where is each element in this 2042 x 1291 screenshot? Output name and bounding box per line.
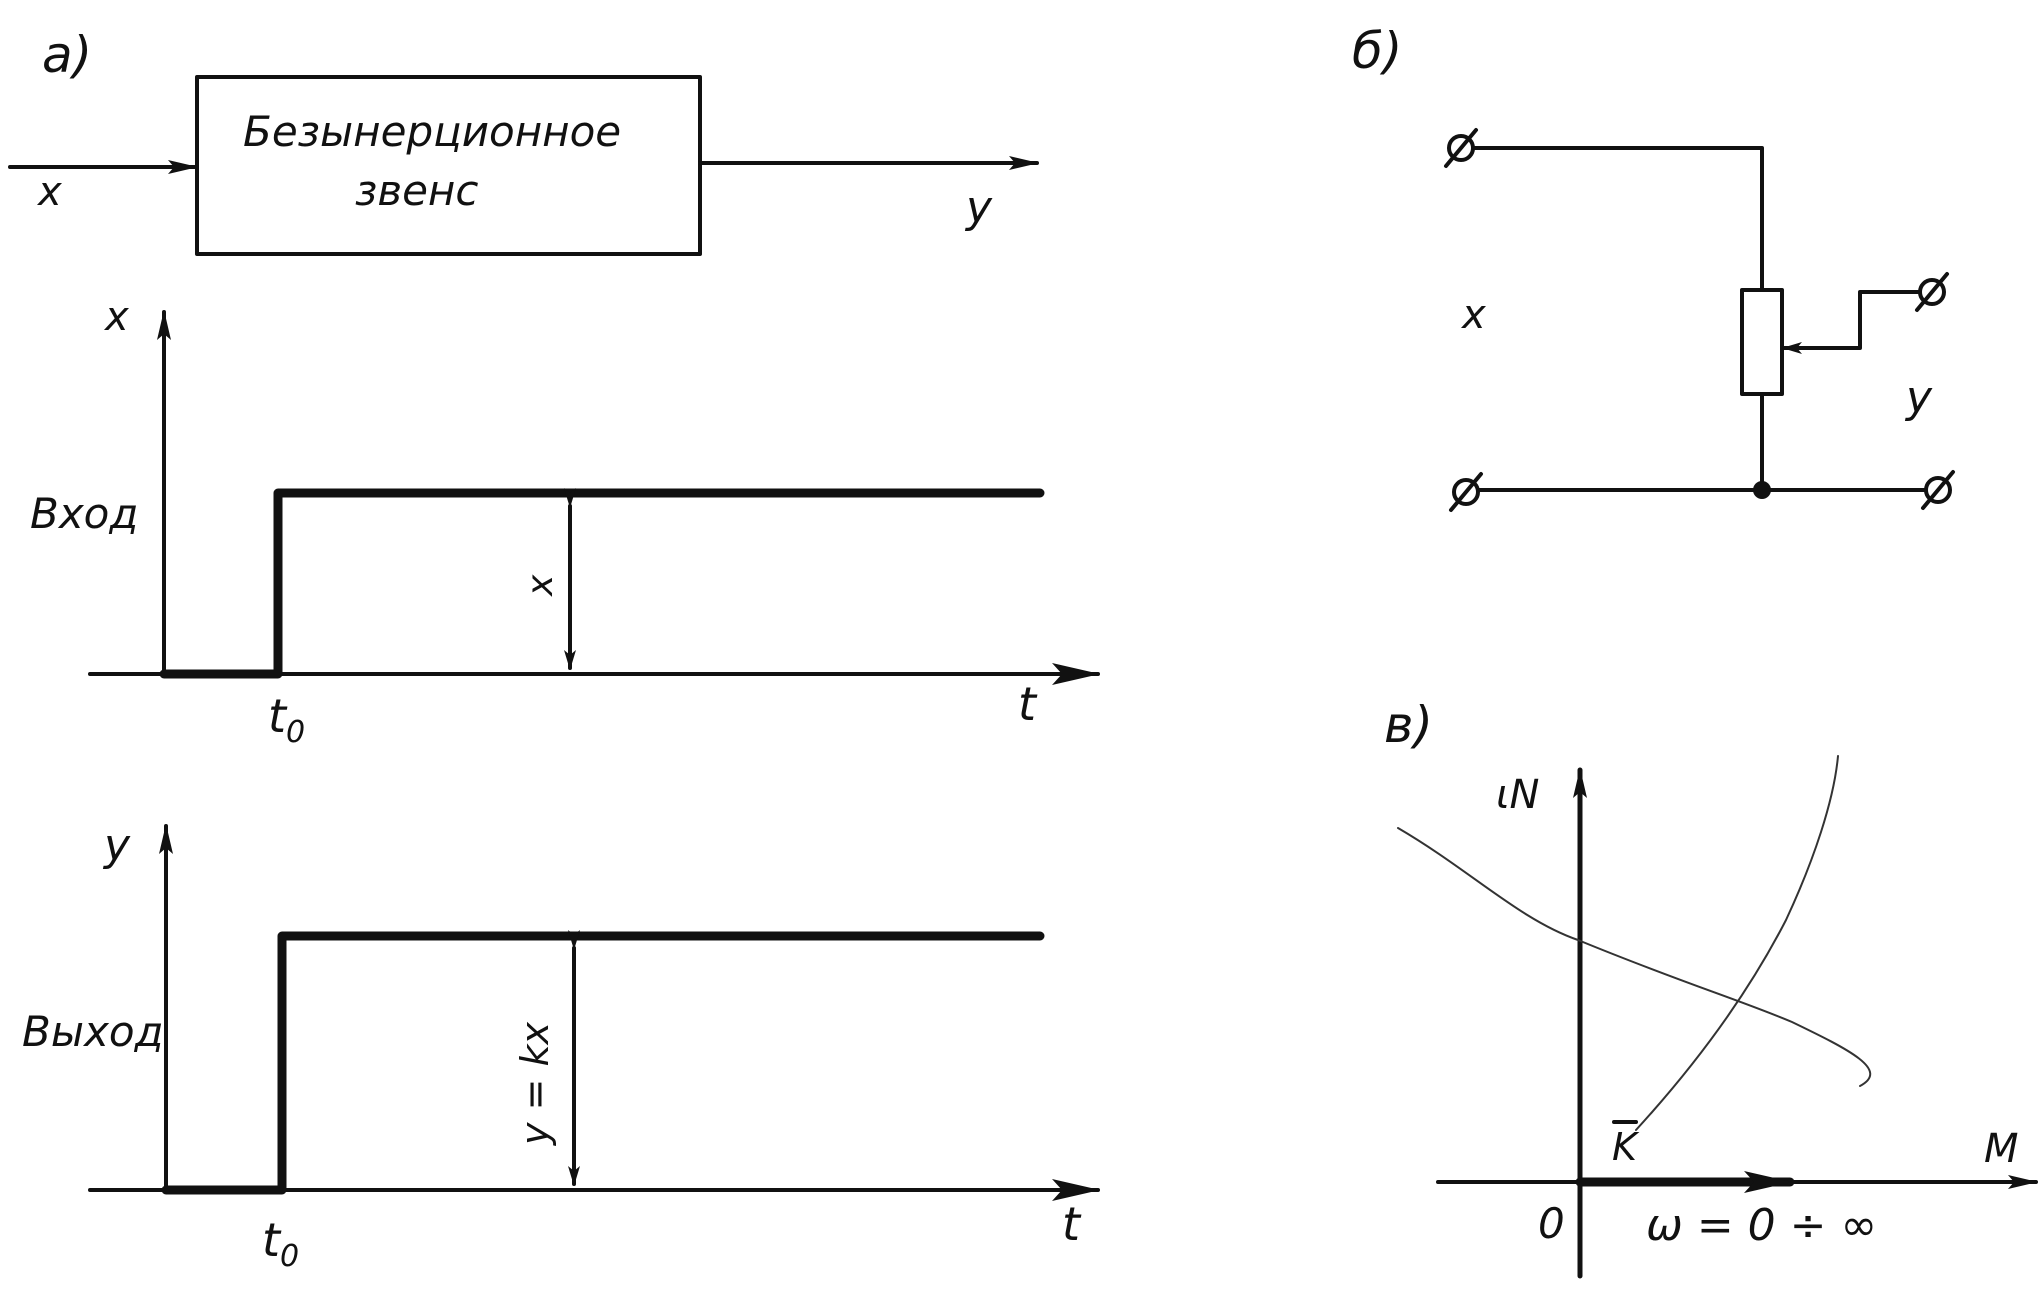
vertical-axis-label: ιN [1496,772,1539,818]
input-amplitude-label: x [520,574,561,597]
output-y-axis-label: y [102,820,131,871]
input-y-axis-label: x [103,294,129,340]
terminal-slash [1915,272,1949,312]
block-title-line2: звенс [355,166,478,215]
output-row-label: Выход [22,1007,164,1056]
output-t0-label: t0 [262,1213,299,1274]
circuit-input-label: x [1460,292,1486,338]
panel-b-label: б) [1352,22,1402,80]
resistor-body [1740,288,1784,396]
block-title-line1: Безынерционное [243,107,621,156]
panel-c-label: в) [1384,696,1433,754]
output-t0-sub: 0 [280,1239,299,1274]
output-step-signal [161,931,1045,1195]
potentiometer-circuit: x y [1444,128,1955,512]
panel-b: б) x y [1352,22,1955,512]
panel-a: а) x Безынерционное звенс y x t Вход x t… [8,26,1100,1274]
input-step-signal [159,488,1045,679]
omega-range-label: ω = 0 ÷ ∞ [1646,1200,1877,1251]
output-step-chart: y t Выход y = kx t0 [22,820,1100,1274]
inertialess-link-block [195,75,702,256]
input-step-chart: x t Вход x t0 [30,294,1100,750]
circuit-output-label: y [1904,372,1933,423]
junction-dot [1753,481,1771,499]
input-t0-label: t0 [268,689,305,750]
input-t0-sub: 0 [286,715,305,750]
block-diagram: x Безынерционное звенс y [8,75,1039,256]
input-t0-main: t [268,689,288,743]
output-signal-label: y [964,182,993,233]
vector-k-label: K [1612,1125,1640,1169]
terminal-slash [1921,470,1955,510]
panel-a-label: а) [42,26,92,84]
input-time-axis-label: t [1018,677,1038,731]
input-signal-label: x [36,169,62,215]
panel-c: в) ιN M 0 ω = 0 ÷ ∞ K [1384,696,2038,1279]
vector-diagram: ιN M 0 ω = 0 ÷ ∞ K [1397,755,2038,1279]
increasing-characteristic-curve [1635,755,1839,1131]
input-row-label: Вход [30,489,138,538]
decreasing-characteristic-curve [1397,827,1872,1087]
origin-label: 0 [1538,1199,1565,1248]
output-amplitude-label: y = kx [513,1022,557,1146]
horizontal-axis-label: M [1984,1126,2019,1172]
terminal-slash [1444,128,1478,168]
terminal-slash [1449,472,1483,512]
top-wire [1471,146,1764,292]
output-time-axis-label: t [1062,1197,1082,1251]
output-t0-main: t [262,1213,282,1267]
wiper-arrow [1782,290,1922,354]
